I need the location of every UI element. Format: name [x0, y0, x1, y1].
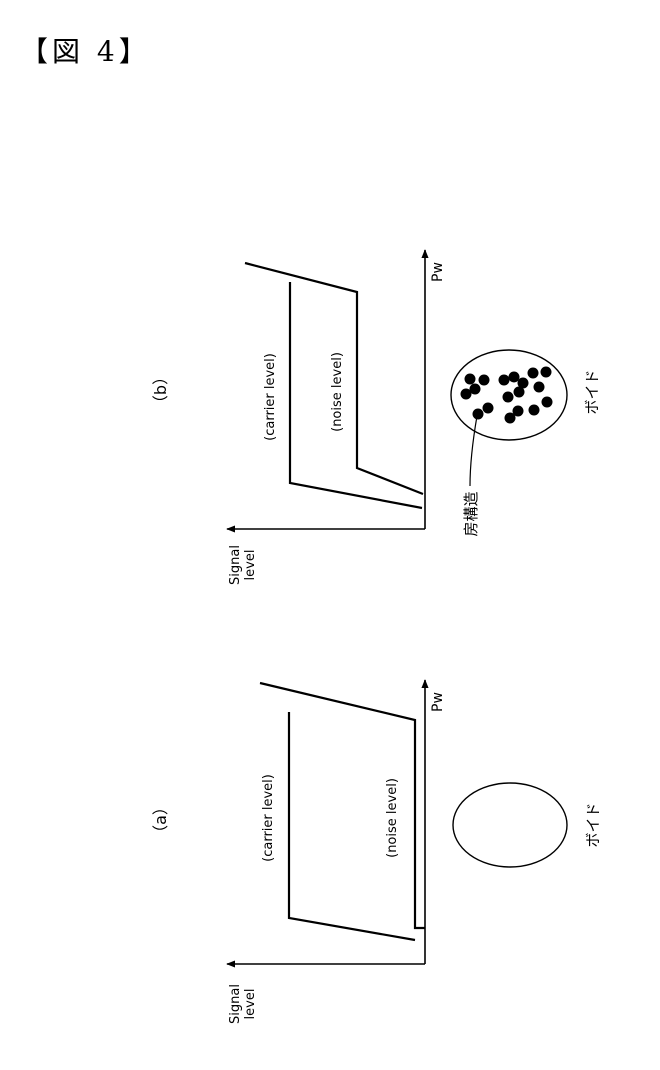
panel-b-y-label-line2: level	[243, 550, 258, 581]
panel-b: （b） Signal level Pw (carrier level) (noi…	[151, 249, 601, 585]
panel-b-carrier-curve	[288, 282, 423, 510]
panel-a: （a） Signal level Pw (carrier level) (noi…	[151, 679, 602, 1024]
panel-a-x-label: Pw	[430, 692, 446, 712]
panel-b-y-label-line1: Signal	[228, 545, 243, 585]
panel-a-noise-curve	[259, 681, 425, 930]
panel-a-carrier-label: (carrier level)	[261, 774, 276, 862]
panel-b-tag: （b）	[151, 369, 170, 411]
panel-b-cluster-dots	[460, 366, 553, 424]
figure-number: 【図 4】	[20, 35, 151, 68]
panel-a-void-label: ボイド	[584, 802, 602, 847]
panel-a-noise-label: (noise level)	[385, 778, 400, 858]
panel-b-structure-leader-line	[469, 415, 478, 487]
panel-b-void-ellipse	[450, 349, 568, 441]
panel-b-noise-label: (noise level)	[330, 352, 345, 432]
panel-a-void-ellipse	[452, 782, 568, 868]
panel-a-y-label-line2: level	[243, 989, 258, 1020]
panel-b-carrier-label: (carrier level)	[263, 353, 278, 441]
panel-a-y-label-line1: Signal	[228, 984, 243, 1024]
panel-b-void-label: ボイド	[583, 369, 601, 414]
panel-b-noise-curve	[244, 261, 424, 496]
panel-a-carrier-curve	[287, 712, 416, 942]
panel-a-tag: （a）	[151, 799, 170, 841]
panel-b-structure-label: 房構造	[462, 491, 480, 536]
panel-b-x-label: Pw	[430, 262, 446, 282]
